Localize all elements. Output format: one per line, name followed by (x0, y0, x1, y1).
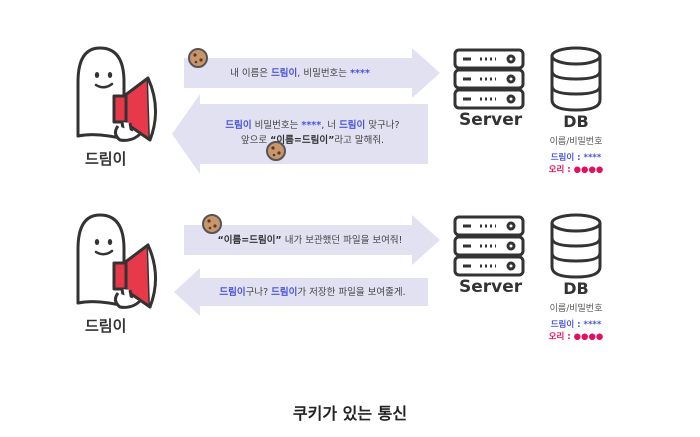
response-arrow (172, 94, 428, 174)
db-row-name: 드림이 (550, 320, 575, 330)
db-row-value: ●●●● (573, 165, 604, 175)
highlight-name: 드림이 (271, 68, 298, 79)
db-row-value: **** (583, 153, 602, 163)
highlight-password: **** (350, 68, 370, 79)
request-text: 내 이름은 (230, 68, 272, 79)
response-message: 드림이구나? 드림이가 저장한 파일을 보여줄게. (200, 285, 425, 300)
server-icon (453, 48, 525, 110)
highlight-name: 드림이 (225, 120, 252, 131)
db-row-separator: : (564, 165, 574, 175)
diagram-caption: 쿠키가 있는 통신 (292, 404, 408, 423)
db-row-name: 오리 (548, 332, 565, 342)
highlight-name: 드림이 (339, 120, 366, 131)
cookie-value: “이름=드림이” (270, 135, 335, 146)
db-row-ori: 오리 : ●●●● (536, 163, 616, 175)
response-arrow (174, 268, 428, 316)
db-row-value: **** (583, 320, 602, 330)
db-row-ori: 오리 : ●●●● (536, 330, 616, 342)
db-row-separator: : (574, 153, 584, 163)
character-icon (76, 213, 130, 309)
db-header: 이름/비밀번호 (549, 137, 603, 147)
response-message: 드림이 비밀번호는 ****, 너 드림이 맞구나? 앞으로 “이름=드림이”라… (200, 118, 425, 148)
response-text: 가 저장한 파일을 보여줄게. (297, 287, 406, 298)
cookie-value: “이름=드림이” (217, 235, 282, 246)
response-text: 앞으로 (240, 135, 271, 146)
response-line-2: 앞으로 “이름=드림이”라고 말해줘. (200, 133, 425, 148)
db-row-dreamy: 드림이 : **** (536, 151, 616, 163)
db-row-name: 오리 (548, 165, 565, 175)
character-label: 드림이 (85, 150, 127, 168)
scene-without-cookie: 드림이 내 이름은 드림이, 비밀번호는 **** 드림이 비밀번호는 ****… (0, 30, 700, 200)
scene-with-cookie: 드림이 “이름=드림이” 내가 보관했던 파일을 보여줘! 드림이구나? 드림이… (0, 197, 700, 367)
scene1-graphics (76, 46, 602, 174)
db-row-value: ●●●● (573, 332, 604, 342)
megaphone-icon (112, 243, 158, 309)
db-label: DB (563, 112, 589, 131)
db-row-separator: : (574, 320, 584, 330)
server-label: Server (459, 110, 523, 130)
request-arrow (184, 215, 440, 265)
request-text: , 비밀번호는 (297, 68, 351, 79)
db-header: 이름/비밀번호 (549, 304, 603, 314)
request-text: 내가 보관했던 파일을 보여줘! (281, 235, 403, 246)
db-label: DB (563, 279, 589, 298)
highlight-name: 드림이 (271, 287, 298, 298)
cookie-icon (266, 141, 286, 161)
response-text: 맞구나? (365, 120, 400, 131)
highlight-password: **** (301, 120, 322, 131)
db-row-separator: : (564, 332, 574, 342)
highlight-name: 드림이 (219, 287, 246, 298)
server-icon (453, 215, 525, 277)
db-row-name: 드림이 (550, 153, 575, 163)
request-arrow (184, 48, 440, 98)
cookie-icon (188, 48, 208, 68)
response-text: , 너 (321, 120, 340, 131)
response-text: 비밀번호는 (251, 120, 302, 131)
db-row-dreamy: 드림이 : **** (536, 318, 616, 330)
character-icon (76, 46, 130, 142)
database-icon (550, 46, 602, 112)
database-icon (550, 213, 602, 279)
request-message: “이름=드림이” 내가 보관했던 파일을 보여줘! (190, 233, 430, 248)
request-message: 내 이름은 드림이, 비밀번호는 **** (190, 66, 410, 81)
response-text: 라고 말해줘. (334, 135, 385, 146)
character-label: 드림이 (85, 317, 127, 335)
cookie-icon (202, 214, 222, 234)
megaphone-icon (112, 76, 158, 142)
response-line-1: 드림이 비밀번호는 ****, 너 드림이 맞구나? (200, 118, 425, 133)
scene2-graphics (76, 213, 602, 316)
response-text: 구나? (245, 287, 272, 298)
server-label: Server (459, 277, 523, 297)
